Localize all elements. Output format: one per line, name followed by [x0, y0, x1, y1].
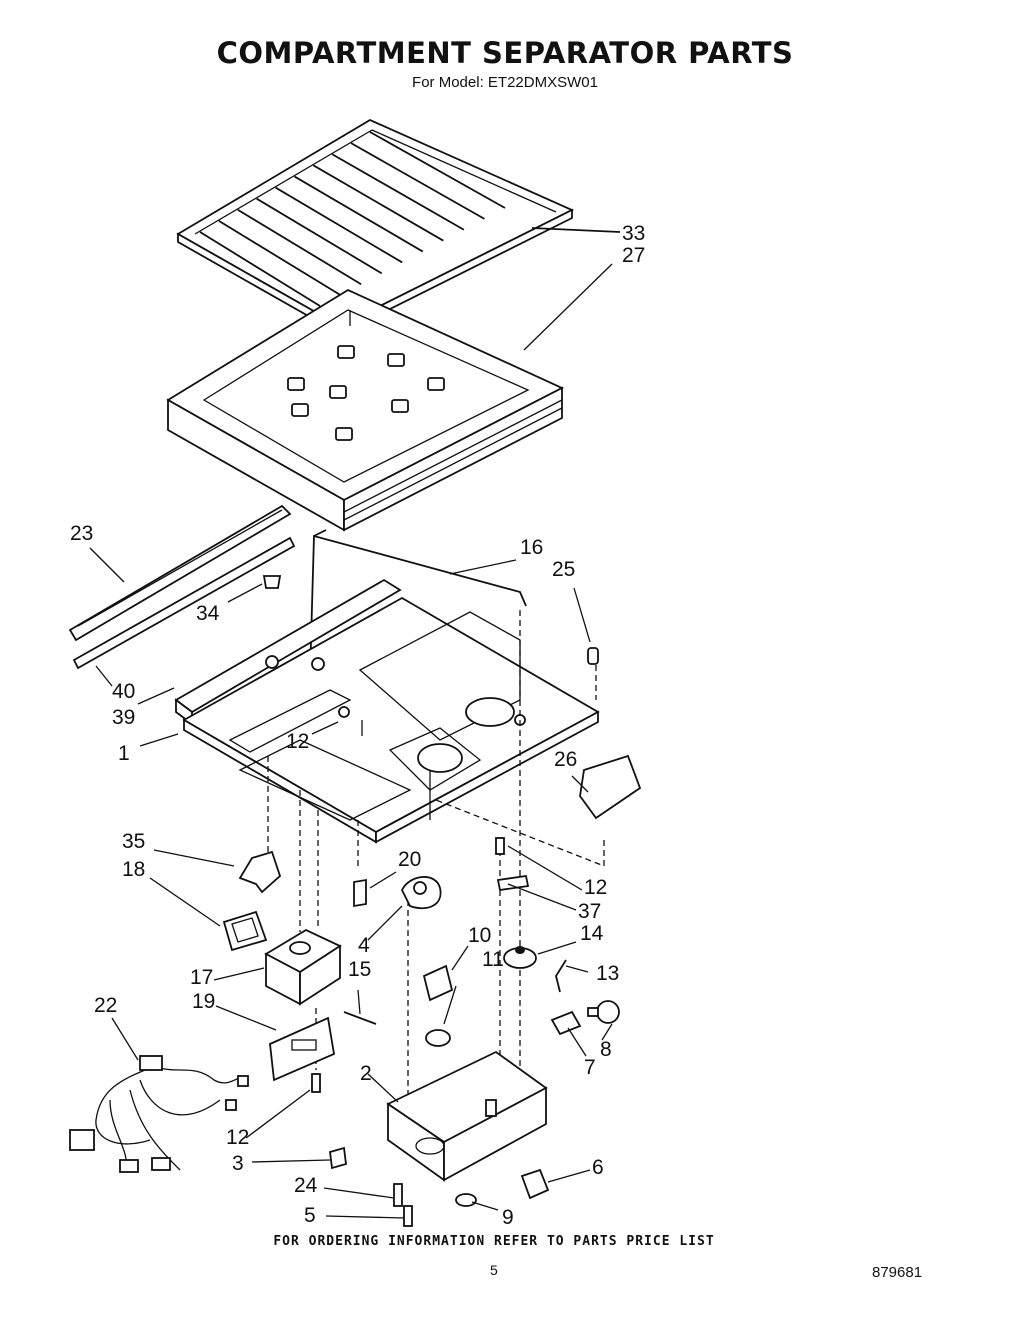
callout-7: 7: [584, 1056, 596, 1079]
callout-9: 9: [502, 1206, 514, 1229]
part-6-door-switch: [520, 1168, 550, 1200]
callout-8: 8: [600, 1038, 612, 1061]
part-16-heater-wire: [309, 529, 527, 677]
callout-26: 26: [554, 748, 577, 771]
callout-20: 20: [398, 848, 421, 871]
part-1-separator-panel: [182, 596, 600, 844]
callout-1: 1: [118, 742, 130, 765]
part-37-bracket: [496, 874, 530, 892]
part-8-light-bulb: [587, 1000, 620, 1024]
part-15-hose: [343, 1011, 377, 1025]
callout-23: 23: [70, 522, 93, 545]
callout-10: 10: [468, 924, 491, 947]
part-13-tube: [555, 959, 567, 993]
callout-39: 39: [112, 706, 135, 729]
callout-19: 19: [192, 990, 215, 1013]
callout-40: 40: [112, 680, 135, 703]
callout-12: 12: [286, 730, 309, 753]
callout-5: 5: [304, 1204, 316, 1227]
part-23-trim-strip: [68, 504, 292, 642]
callout-11: 11: [482, 948, 504, 971]
callout-12: 12: [226, 1126, 249, 1149]
callout-22: 22: [94, 994, 117, 1017]
part-19-bracket: [269, 1016, 336, 1082]
part-34-grommet: [262, 575, 282, 589]
callout-37: 37: [578, 900, 601, 923]
part-9-bumper: [455, 1193, 477, 1207]
part-20-clip: [353, 878, 367, 908]
part-5-screw: [403, 1205, 413, 1227]
part-10-switch: [422, 964, 454, 1002]
callout-18: 18: [122, 858, 145, 881]
part-18-gasket: [222, 910, 268, 952]
callout-33: 33: [622, 222, 645, 245]
callout-2: 2: [360, 1062, 372, 1085]
callout-14: 14: [580, 922, 604, 945]
callout-4: 4: [358, 934, 370, 957]
page-number: 5: [490, 1262, 498, 1278]
part-3-clip: [329, 1146, 347, 1170]
callout-3: 3: [232, 1152, 244, 1175]
part-35-thermostat: [238, 850, 282, 894]
part-26-cover: [579, 754, 642, 820]
part-11-grommet: [425, 1029, 451, 1047]
part-24-screw: [393, 1183, 403, 1207]
callout-16: 16: [520, 536, 543, 559]
callout-6: 6: [592, 1156, 604, 1179]
part-17-control-housing: [264, 928, 342, 1006]
callout-17: 17: [190, 966, 213, 989]
callout-12: 12: [584, 876, 607, 899]
part-22-wiring-harness: [69, 1055, 249, 1173]
ordering-note: FOR ORDERING INFORMATION REFER TO PARTS …: [273, 1234, 715, 1249]
model-subtitle: For Model: ET22DMXSW01: [412, 74, 598, 91]
callout-35: 35: [122, 830, 145, 853]
page-title: COMPARTMENT SEPARATOR PARTS: [216, 36, 794, 70]
part-40-strip: [72, 536, 296, 670]
callout-25: 25: [552, 558, 575, 581]
callout-13: 13: [596, 962, 619, 985]
part-4-damper: [400, 876, 442, 910]
callout-27: 27: [622, 244, 645, 267]
part-2-lamp-housing: [386, 1050, 548, 1182]
document-number: 879681: [872, 1264, 923, 1281]
part-7-socket: [550, 1010, 582, 1036]
part-25-screw: [587, 647, 599, 665]
callout-34: 34: [196, 602, 220, 625]
part-14-bushing: [503, 946, 537, 969]
part-12-screw-lower: [311, 837, 505, 1093]
part-33-grille: [176, 118, 575, 336]
callout-24: 24: [294, 1174, 318, 1197]
part-12-screw-upper: [338, 706, 363, 736]
callout-15: 15: [348, 958, 371, 981]
leader-lines: [89, 227, 621, 1219]
part-27-frame: [166, 288, 565, 532]
